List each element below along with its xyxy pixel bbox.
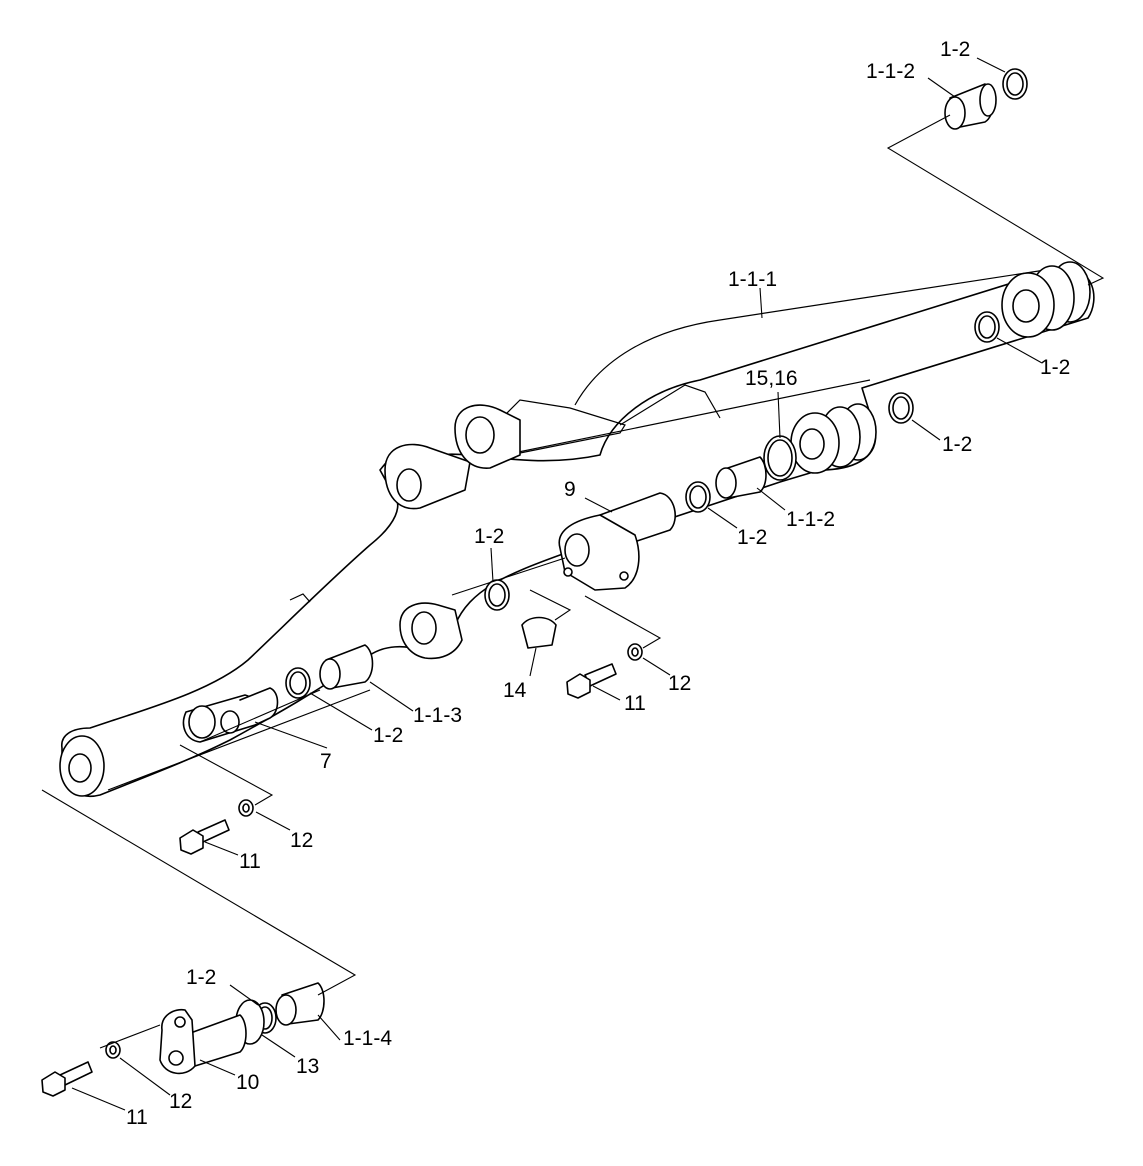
bolt-11-a bbox=[566, 663, 617, 699]
left-end-boss bbox=[59, 735, 105, 797]
mid-bush-1-1-2 bbox=[715, 456, 767, 499]
cap-14 bbox=[521, 616, 557, 649]
right-end-boss bbox=[1001, 261, 1091, 338]
callout-shim-13: 13 bbox=[296, 1055, 319, 1078]
callout-washer-12-a: 12 bbox=[668, 672, 691, 695]
washer-12-b bbox=[238, 799, 254, 817]
top-bush-1-1-2 bbox=[944, 83, 997, 130]
callout-pin-10: 10 bbox=[236, 1071, 259, 1094]
center-ring-c bbox=[484, 579, 510, 611]
callout-ring-1-2-e: 1-2 bbox=[373, 724, 403, 747]
bolt-11-c bbox=[41, 1061, 93, 1097]
mid-right-boss bbox=[790, 403, 877, 474]
callout-cap-14: 14 bbox=[503, 679, 527, 702]
upper-lug-center bbox=[454, 404, 521, 469]
washer-12-c bbox=[105, 1041, 121, 1059]
bolt-11-b bbox=[179, 819, 230, 855]
assembly-lines bbox=[41, 114, 1105, 1049]
callout-mid-1-2-c: 1-2 bbox=[474, 525, 504, 548]
callout-top-1-2: 1-2 bbox=[940, 38, 970, 61]
callout-right-1-2-b: 1-2 bbox=[942, 433, 972, 456]
ring-1-2-e bbox=[285, 667, 311, 699]
callout-bolt-11-a: 11 bbox=[624, 692, 646, 715]
callout-arm-1-1-1: 1-1-1 bbox=[728, 268, 777, 291]
mid-ring-d bbox=[685, 481, 711, 513]
callout-right-1-2-a: 1-2 bbox=[1040, 356, 1070, 379]
seal-15-16 bbox=[763, 435, 797, 481]
callout-mid-1-1-2: 1-1-2 bbox=[786, 508, 835, 531]
callout-ring-1-2-f: 1-2 bbox=[186, 966, 216, 989]
pin-10 bbox=[159, 1008, 247, 1075]
callout-top-1-1-2: 1-1-2 bbox=[866, 60, 915, 83]
left-lug bbox=[182, 687, 279, 743]
callout-washer-12-b: 12 bbox=[290, 829, 313, 852]
center-lug bbox=[399, 602, 463, 660]
callout-bush-1-1-4: 1-1-4 bbox=[343, 1027, 392, 1050]
right-ring-a bbox=[974, 311, 1000, 343]
washer-12-a bbox=[627, 643, 643, 661]
callout-seal-15-16: 15,16 bbox=[745, 367, 798, 390]
top-ring-1-2 bbox=[1002, 68, 1028, 100]
right-ring-b bbox=[888, 392, 914, 424]
callout-bolt-11-b: 11 bbox=[239, 850, 261, 873]
bush-1-1-4 bbox=[275, 982, 325, 1026]
callout-washer-12-c: 12 bbox=[169, 1090, 192, 1113]
callout-bolt-11-c: 11 bbox=[126, 1106, 148, 1129]
pin-9-with-flange bbox=[558, 492, 676, 591]
bush-1-1-3 bbox=[319, 644, 374, 690]
callout-pin-9: 9 bbox=[564, 478, 576, 501]
callout-bush-1-1-3: 1-1-3 bbox=[413, 704, 462, 727]
label-leaders bbox=[71, 57, 1043, 1111]
callout-pin-7: 7 bbox=[320, 750, 332, 773]
upper-lug-left bbox=[384, 443, 471, 510]
callout-mid-1-2-d: 1-2 bbox=[737, 526, 767, 549]
